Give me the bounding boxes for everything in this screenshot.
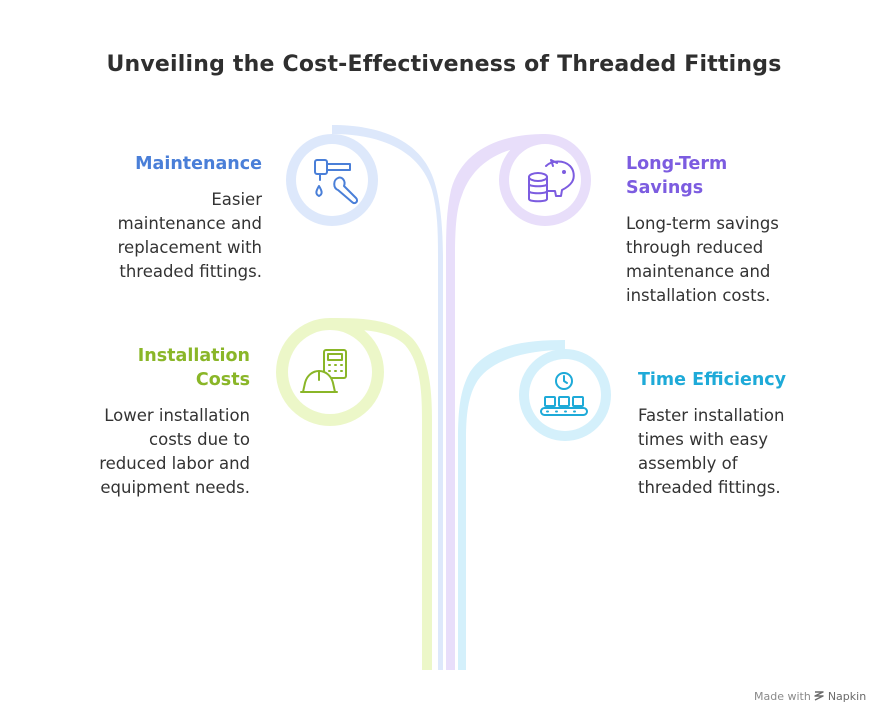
maintenance-stem	[332, 125, 443, 670]
desc-line: maintenance and	[626, 262, 771, 281]
footer-made-with: Made with	[754, 690, 811, 703]
desc-line: reduced labor and	[99, 454, 250, 473]
faucet-wrench-icon	[314, 159, 359, 205]
desc-line: maintenance and	[117, 214, 262, 233]
desc-line: through reduced	[626, 238, 764, 257]
desc-line: Long-term savings	[626, 214, 779, 233]
desc-line: threaded fittings.	[638, 478, 781, 497]
maintenance-bubble	[296, 144, 368, 216]
heading-line: Installation	[137, 346, 250, 366]
installation-stem	[330, 318, 432, 670]
desc-line: assembly of	[638, 454, 738, 473]
desc-line: equipment needs.	[100, 478, 250, 497]
piggy-bank-coins-icon	[528, 159, 575, 203]
page-title: Unveiling the Cost-Effectiveness of Thre…	[106, 52, 782, 77]
desc-line: Lower installation	[104, 406, 250, 425]
desc-line: Easier	[211, 190, 262, 209]
maintenance-description: Easier maintenance and replacement with …	[40, 188, 262, 284]
time-description: Faster installation times with easy asse…	[638, 404, 868, 500]
heading-line: Costs	[195, 370, 250, 390]
time-bubble	[529, 359, 601, 431]
napkin-logo-icon	[814, 690, 828, 703]
desc-line: Faster installation	[638, 406, 785, 425]
installation-description: Lower installation costs due to reduced …	[20, 404, 250, 500]
long-term-description: Long-term savings through reduced mainte…	[626, 212, 866, 308]
heading-line: Savings	[626, 178, 704, 198]
desc-line: times with easy	[638, 430, 768, 449]
long-term-heading: Long-Term Savings	[626, 152, 826, 200]
footer-credit: Made with Napkin	[754, 690, 866, 703]
desc-line: threaded fittings.	[119, 262, 262, 281]
long-term-stem	[446, 134, 545, 670]
desc-line: installation costs.	[626, 286, 771, 305]
desc-line: costs due to	[149, 430, 250, 449]
hardhat-calculator-icon	[300, 349, 347, 393]
time-heading: Time Efficiency	[638, 370, 787, 390]
footer-brand: Napkin	[827, 690, 867, 703]
desc-line: replacement with	[117, 238, 262, 257]
installation-heading: Installation Costs	[70, 344, 250, 392]
maintenance-heading: Maintenance	[135, 154, 262, 174]
clock-conveyor-icon	[540, 372, 588, 416]
heading-line: Long-Term	[626, 154, 728, 174]
